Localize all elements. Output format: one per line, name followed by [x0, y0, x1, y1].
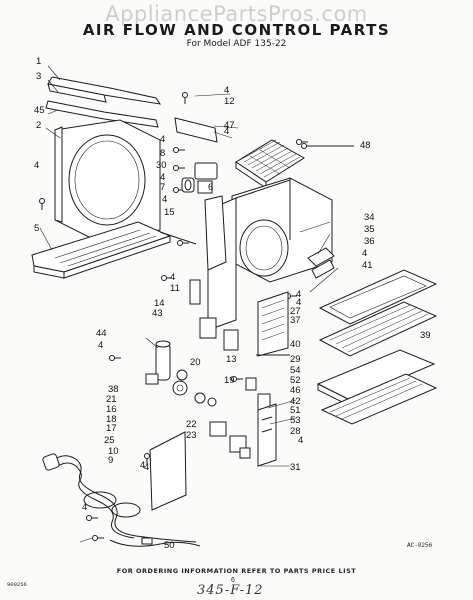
callout-number: 4: [160, 172, 165, 183]
top-cover-strip: [47, 76, 162, 105]
leader-lines: [39, 65, 339, 543]
thermostat-bracket: [245, 377, 277, 467]
callout-number: 4: [224, 85, 229, 96]
callout-number: 19: [224, 375, 235, 386]
control-panel-plate: [149, 431, 187, 511]
filter-frame-upper: [318, 269, 438, 325]
filter-media-39: [318, 301, 438, 357]
callout-number: 13: [226, 354, 237, 365]
callout-number: 48: [360, 140, 371, 151]
callout-number: 1: [36, 56, 41, 67]
callout-number: 25: [104, 435, 115, 446]
callout-number: 4: [34, 160, 39, 171]
handwritten-annotation: 345-F-12: [197, 583, 264, 598]
callout-number: 34: [364, 212, 375, 223]
callout-number: 4: [82, 502, 87, 513]
callout-number: 4: [224, 126, 229, 137]
callout-number: 27: [290, 306, 301, 317]
main-housing: [204, 177, 333, 331]
diagram-code: AC-0256: [407, 542, 433, 549]
filter-frame-lower: [316, 349, 438, 425]
thermostat-clip: [307, 247, 335, 279]
louver-insert: [257, 291, 289, 357]
callout-number: 21: [106, 394, 117, 405]
callout-number: 50: [164, 540, 175, 551]
bracket-14: [199, 317, 217, 339]
bracket-11: [189, 279, 201, 305]
control-knobs: [145, 369, 217, 407]
control-switch-cluster: [181, 162, 218, 194]
callout-number: 36: [364, 236, 375, 247]
gasket-strip: [45, 100, 159, 128]
callout-number: 7: [160, 182, 165, 193]
callout-number: 20: [190, 357, 201, 368]
callout-number: 37: [290, 315, 301, 326]
callout-number: 3: [36, 71, 41, 82]
callout-number: 38: [108, 384, 119, 395]
callout-number: 18: [106, 414, 117, 425]
callout-number: 10: [108, 446, 119, 457]
callout-number: 4: [296, 297, 301, 308]
callout-number: 28: [290, 426, 301, 437]
callout-number: 52: [290, 375, 301, 386]
callout-number: 39: [420, 330, 431, 341]
callout-number: 22: [186, 419, 197, 430]
callout-number: 15: [164, 207, 175, 218]
callout-number: 23: [186, 430, 197, 441]
callout-number: 53: [290, 415, 301, 426]
callout-number: 41: [362, 260, 373, 271]
callout-number: 8: [160, 148, 165, 159]
callout-number: 4: [162, 194, 167, 205]
callout-number: 54: [290, 365, 301, 376]
model-subtitle: For Model ADF 135-22: [186, 39, 287, 49]
callout-number: 47: [224, 120, 235, 131]
callout-number: 51: [290, 405, 301, 416]
callout-number: 4: [296, 289, 301, 300]
screw-set: [39, 92, 310, 541]
callout-number: 30: [156, 160, 167, 171]
callout-number: 46: [290, 385, 301, 396]
part-13: [223, 329, 239, 351]
callout-number: 16: [106, 404, 117, 415]
callout-number: 4: [362, 248, 367, 259]
callout-number: 9: [108, 455, 113, 466]
diagram-title: AIR FLOW AND CONTROL PARTS: [82, 21, 391, 39]
callout-number: 12: [224, 96, 235, 107]
ordering-footer: FOR ORDERING INFORMATION REFER TO PARTS …: [116, 567, 357, 575]
callout-number: 29: [290, 354, 301, 365]
callout-number: 4: [160, 134, 165, 145]
page-number: 6: [231, 577, 235, 584]
capacitor: [155, 340, 171, 381]
callout-number: 6: [208, 182, 213, 193]
callout-number: 2: [36, 120, 41, 131]
callout-number: 17: [106, 423, 117, 434]
callout-number: 35: [364, 224, 375, 235]
callout-number: 11: [170, 283, 180, 294]
callout-number: 4: [170, 272, 175, 283]
front-panel: [54, 119, 161, 241]
rod-15: [159, 231, 197, 245]
callout-number: 43: [152, 308, 163, 319]
callout-number: 4: [298, 435, 303, 446]
base-pan: [31, 221, 172, 279]
callout-number: 5: [34, 223, 39, 234]
callout-number: 44: [96, 328, 107, 339]
watermark: AppliancePartsPros.com: [105, 2, 368, 26]
power-cord: [42, 453, 201, 547]
callout-number: 42: [290, 396, 301, 407]
callout-number: 14: [154, 298, 165, 309]
callout-number: 45: [34, 105, 45, 116]
selector-switches: [209, 421, 251, 459]
document-number: 900256: [7, 581, 27, 588]
callout-number: 4: [144, 462, 149, 473]
callout-number: 40: [290, 339, 301, 350]
callout-number: 4: [98, 340, 103, 351]
callout-number: 4: [140, 460, 145, 471]
screw-48: [301, 143, 354, 149]
top-bracket: [174, 117, 218, 143]
callout-number: 31: [290, 462, 301, 473]
